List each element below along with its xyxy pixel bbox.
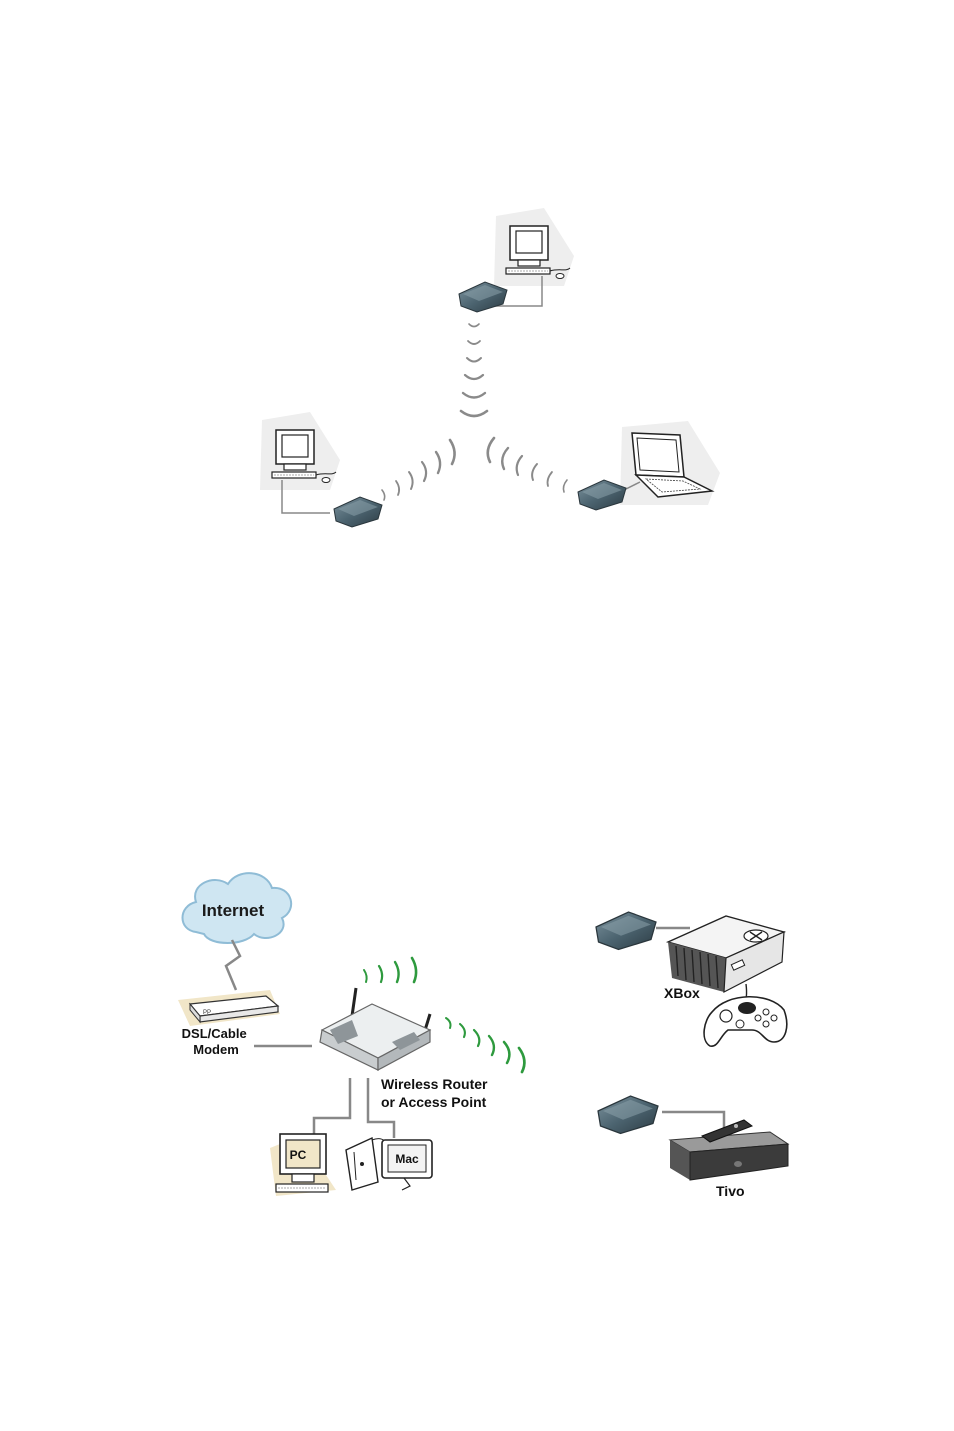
wireless-adapter-icon [459, 282, 507, 312]
router-pc-cable [314, 1078, 350, 1134]
tivo-label: Tivo [716, 1183, 745, 1199]
pc-computer-icon: PC [270, 1134, 336, 1196]
tivo-box-icon [670, 1120, 788, 1180]
internet-label: Internet [202, 901, 265, 920]
wireless-adapter-icon [598, 1096, 658, 1134]
xbox-controller-icon [704, 984, 787, 1046]
xbox-label: XBox [664, 985, 700, 1001]
wireless-adapter-icon [596, 912, 656, 950]
internet-link [226, 940, 240, 990]
mac-computer-icon: Mac [346, 1138, 432, 1190]
wireless-adapter-icon [578, 480, 626, 510]
top-peer-to-peer-diagram [260, 208, 720, 527]
svg-text:PP: PP [203, 1010, 211, 1016]
laptop-computer-icon [620, 421, 720, 505]
modem-label: DSL/Cable Modem [182, 1026, 251, 1057]
dsl-modem-icon: PP [178, 990, 280, 1026]
desktop-computer-icon [494, 208, 574, 286]
router-signal-right [446, 1018, 524, 1072]
pc-label: PC [290, 1148, 307, 1162]
router-label: Wireless Router or Access Point [381, 1076, 491, 1110]
wireless-signal-left [382, 440, 455, 500]
wireless-signal-right [488, 438, 567, 492]
mac-label: Mac [395, 1152, 419, 1166]
adapter-tivo-cable [662, 1112, 724, 1128]
wireless-signal-vertical [461, 324, 487, 416]
wireless-router-icon [320, 988, 430, 1070]
wireless-adapter-icon [334, 497, 382, 527]
router-signal-up [364, 958, 416, 982]
desktop-computer-icon [260, 412, 340, 490]
bottom-home-network-diagram: Internet PP DSL/Cable Modem [178, 873, 788, 1199]
internet-cloud-icon: Internet [183, 873, 292, 943]
